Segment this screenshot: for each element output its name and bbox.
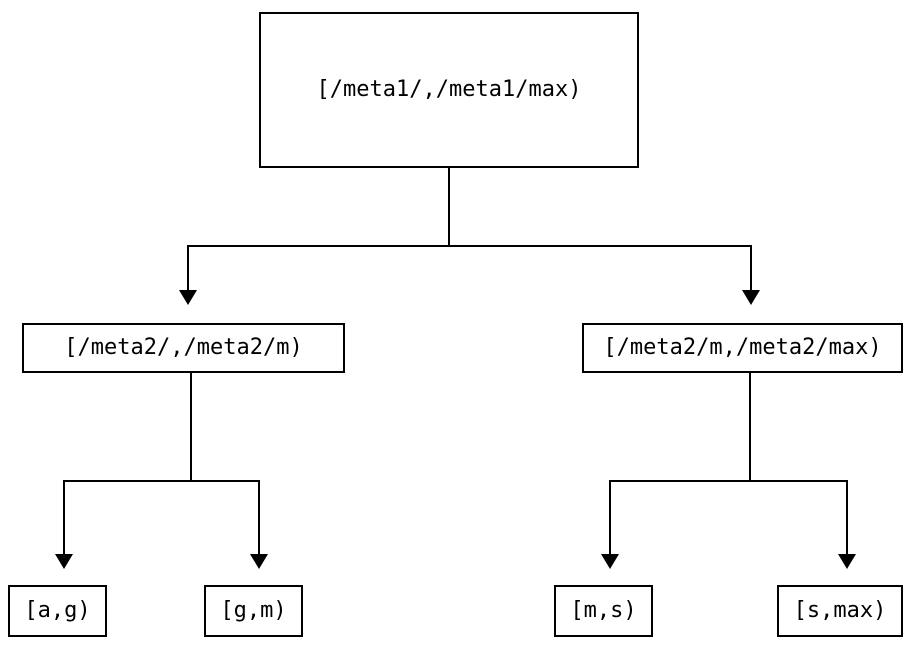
node-leaf-smax-label: [s,max) [793,598,887,623]
arrowhead-meta2-right-to-leaf-ms [601,554,619,569]
arrowhead-root-to-meta2-left [179,290,197,305]
node-leaf-ag-label: [a,g) [24,598,91,623]
arrowhead-meta2-right-to-leaf-smax [838,554,856,569]
node-meta2-left[interactable]: [/meta2/,/meta2/m) [22,323,345,373]
node-leaf-smax[interactable]: [s,max) [777,585,903,637]
node-leaf-ms-label: [m,s) [570,598,637,623]
edge-meta2-left-bus [63,480,260,482]
edge-meta2-left-stem [190,373,192,482]
arrowhead-meta2-left-to-leaf-gm [250,554,268,569]
edge-root-to-meta2-right [750,245,752,292]
arrowhead-meta2-left-to-leaf-ag [55,554,73,569]
edge-meta2-left-to-leaf-gm [258,480,260,556]
node-root[interactable]: [/meta1/,/meta1/max) [259,12,639,168]
arrowhead-root-to-meta2-right [742,290,760,305]
node-meta2-right-label: [/meta2/m,/meta2/max) [603,335,882,360]
node-leaf-ms[interactable]: [m,s) [554,585,653,637]
edge-meta2-right-bus [609,480,848,482]
edge-root-bus [187,245,752,247]
edge-meta2-right-stem [749,373,751,482]
edge-meta2-right-to-leaf-smax [846,480,848,556]
node-meta2-right[interactable]: [/meta2/m,/meta2/max) [582,323,903,373]
edge-meta2-right-to-leaf-ms [609,480,611,556]
edge-root-stem [448,168,450,247]
node-leaf-ag[interactable]: [a,g) [8,585,107,637]
edge-root-to-meta2-left [187,245,189,292]
edge-meta2-left-to-leaf-ag [63,480,65,556]
node-leaf-gm[interactable]: [g,m) [204,585,303,637]
node-root-label: [/meta1/,/meta1/max) [316,77,582,102]
node-leaf-gm-label: [g,m) [220,598,287,623]
node-meta2-left-label: [/meta2/,/meta2/m) [64,335,303,360]
